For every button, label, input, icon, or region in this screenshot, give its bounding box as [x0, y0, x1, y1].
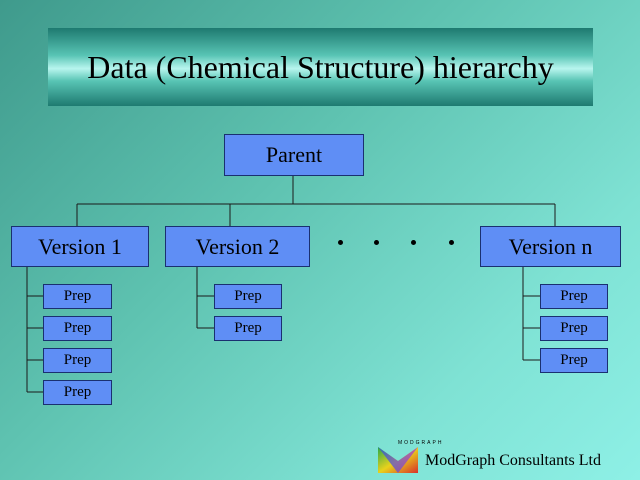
logo-small-text: MODGRAPH — [398, 440, 444, 446]
ellipsis-dot — [338, 240, 343, 245]
version-label: Version 2 — [195, 233, 280, 259]
version-label: Version n — [508, 233, 593, 259]
parent-node: Parent — [224, 134, 364, 176]
title-banner: Data (Chemical Structure) hierarchy — [48, 28, 593, 106]
prep-node: Prep — [43, 380, 112, 405]
page-title: Data (Chemical Structure) hierarchy — [87, 48, 554, 85]
prep-label: Prep — [234, 288, 262, 304]
version-node-n: Version n — [480, 226, 621, 267]
prep-node: Prep — [540, 348, 608, 373]
prep-label: Prep — [560, 352, 588, 368]
ellipsis-dot — [449, 240, 454, 245]
modgraph-logo-icon — [378, 447, 418, 473]
version-node-1: Version 1 — [11, 226, 149, 267]
prep-node: Prep — [43, 348, 112, 373]
prep-node: Prep — [540, 284, 608, 309]
company-name: ModGraph Consultants Ltd — [425, 452, 601, 469]
prep-label: Prep — [560, 288, 588, 304]
company-logo: MODGRAPH ModGraph Consultants Ltd — [378, 440, 628, 473]
parent-label: Parent — [265, 142, 323, 167]
prep-node: Prep — [214, 284, 282, 309]
prep-label: Prep — [63, 352, 92, 368]
prep-node: Prep — [43, 316, 112, 341]
ellipsis-dot — [374, 240, 379, 245]
prep-label: Prep — [560, 320, 588, 336]
prep-label: Prep — [234, 320, 262, 336]
prep-node: Prep — [214, 316, 282, 341]
prep-node: Prep — [540, 316, 608, 341]
prep-node: Prep — [43, 284, 112, 309]
version-label: Version 1 — [38, 233, 122, 259]
prep-label: Prep — [63, 320, 92, 336]
prep-label: Prep — [63, 288, 92, 304]
prep-label: Prep — [63, 384, 92, 400]
ellipsis-dot — [411, 240, 416, 245]
version-node-2: Version 2 — [165, 226, 310, 267]
